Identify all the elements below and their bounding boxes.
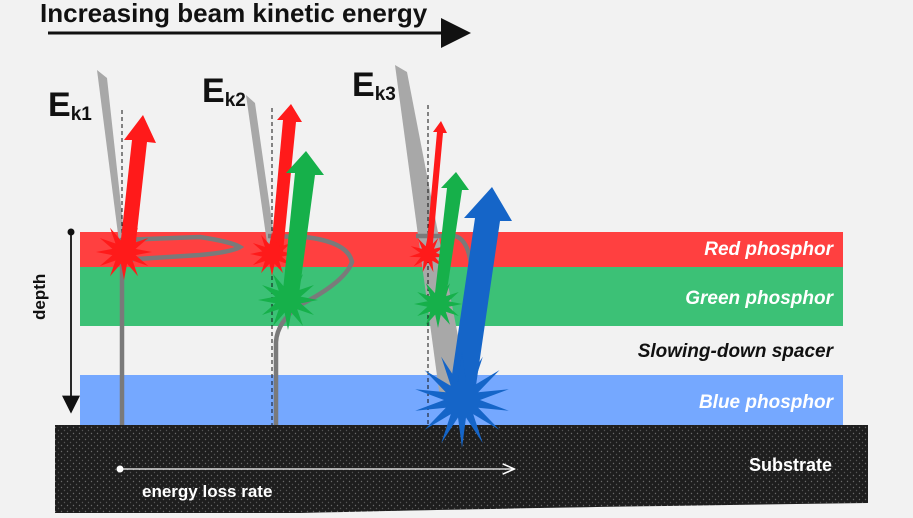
incident-beam-1 — [97, 70, 125, 242]
energy-loss-curve-1 — [119, 234, 245, 425]
beam-label-1: Ek1 — [48, 86, 92, 125]
substrate-label: Substrate — [749, 455, 833, 475]
blue-emission-arrow-3 — [448, 187, 512, 406]
beam-group-2 — [246, 95, 355, 425]
beam-group-1 — [96, 70, 245, 425]
beam-label-2: Ek2 — [202, 72, 246, 111]
beam-label-letter-1: E — [48, 86, 71, 124]
beam-label-letter-2: E — [202, 72, 225, 110]
red-emission-burst-3 — [409, 235, 447, 273]
beam-label-subscript-1: k1 — [70, 104, 92, 125]
energy-loss-curve-2 — [267, 233, 355, 425]
beam-label-subscript-2: k2 — [224, 90, 246, 111]
depth-axis-label: depth — [30, 273, 49, 320]
green-emission-burst-3 — [414, 280, 462, 328]
blue-emission-burst-3 — [415, 352, 509, 448]
green-emission-arrow-2 — [282, 151, 324, 302]
green-phosphor-label: Green phosphor — [685, 288, 833, 309]
red-emission-arrow-2 — [271, 104, 302, 252]
blue-phosphor-label: Blue phosphor — [698, 392, 833, 413]
spacer-label: Slowing-down spacer — [637, 341, 833, 362]
diagram-title: Increasing beam kinetic energy — [40, 0, 428, 28]
red-emission-arrow-3 — [426, 121, 447, 253]
green-emission-arrow-3 — [434, 172, 469, 304]
red-emission-burst-1 — [96, 224, 152, 280]
red-phosphor-label: Red phosphor — [704, 239, 833, 260]
energy-loss-axis-label: energy loss rate — [142, 482, 273, 501]
red-emission-arrow-1 — [120, 115, 156, 250]
beam-label-letter-3: E — [352, 66, 375, 104]
incident-beam-2 — [246, 95, 276, 250]
beam-label-3: Ek3 — [352, 66, 396, 105]
green-emission-burst-2 — [258, 270, 318, 330]
beam-label-subscript-3: k3 — [374, 84, 396, 105]
red-emission-burst-2 — [250, 232, 294, 276]
beam-group-3 — [395, 65, 512, 448]
